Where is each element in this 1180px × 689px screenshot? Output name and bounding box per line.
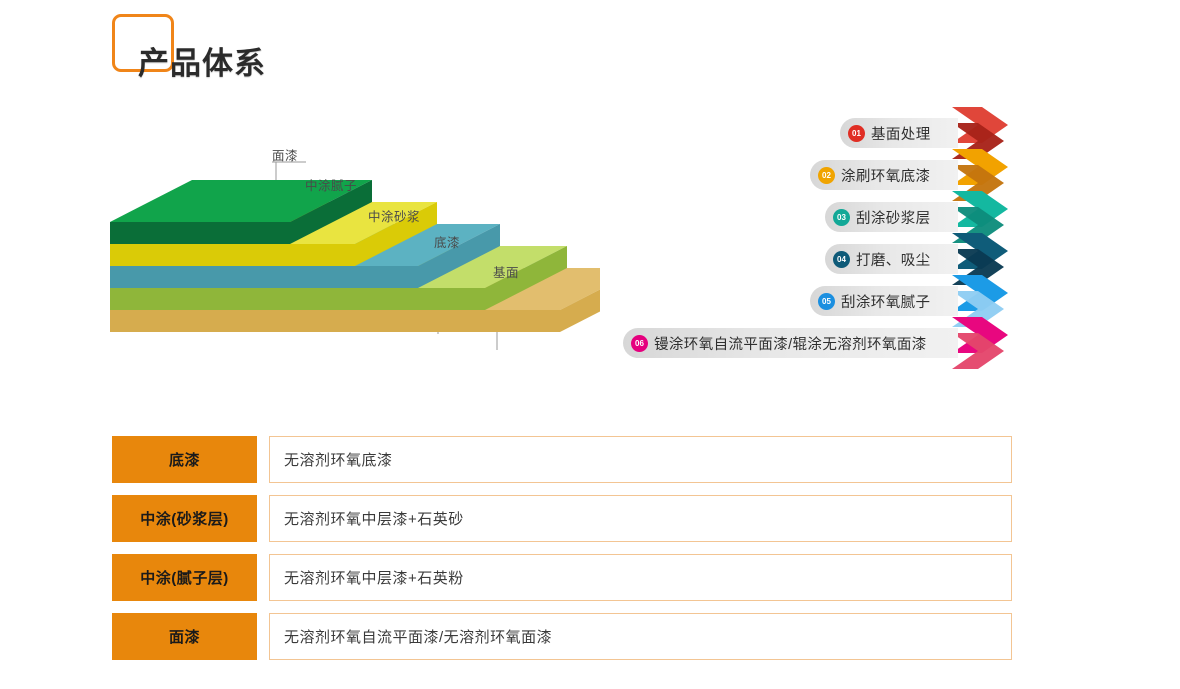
spec-row-value: 无溶剂环氧自流平面漆/无溶剂环氧面漆	[269, 613, 1012, 660]
step-label: 刮涂环氧腻子	[841, 294, 931, 311]
layer-side-face-putty	[110, 244, 355, 266]
process-step-04[interactable]: 04 打磨、吸尘	[825, 233, 1008, 285]
spec-row-key: 面漆	[112, 613, 257, 660]
spec-row-value: 无溶剂环氧中层漆+石英粉	[269, 554, 1012, 601]
spec-row-key: 底漆	[112, 436, 257, 483]
layer-label-0: 面漆	[272, 149, 299, 163]
layer-label-2: 中涂砂浆	[368, 210, 421, 224]
step-label: 涂刷环氧底漆	[841, 168, 931, 185]
spec-row-key: 中涂(砂浆层)	[112, 495, 257, 542]
spec-row-value: 无溶剂环氧中层漆+石英砂	[269, 495, 1012, 542]
spec-table-row: 中涂(砂浆层) 无溶剂环氧中层漆+石英砂	[112, 495, 1012, 542]
step-label: 镘涂环氧自流平面漆/辊涂无溶剂环氧面漆	[654, 336, 927, 353]
step-number-badge: 05	[818, 292, 835, 310]
step-label: 基面处理	[871, 126, 931, 143]
spec-row-key: 中涂(腻子层)	[112, 554, 257, 601]
layer-slabs	[110, 180, 600, 332]
step-number-badge: 02	[818, 166, 835, 184]
process-step-06[interactable]: 06 镘涂环氧自流平面漆/辊涂无溶剂环氧面漆	[623, 317, 1008, 369]
layer-side-face-substrate	[110, 310, 560, 332]
title-bracket-decoration	[112, 14, 174, 72]
step-number-badge: 03	[833, 208, 850, 226]
step-label: 刮涂砂浆层	[856, 210, 931, 227]
layer-label-4: 基面	[493, 266, 520, 280]
step-pill: 01 基面处理	[840, 118, 958, 148]
process-step-02[interactable]: 02 涂刷环氧底漆	[810, 149, 1008, 201]
layer-side-face-mortar	[110, 266, 418, 288]
layer-right-face-topcoat	[290, 180, 372, 244]
layer-stack-illustration	[110, 161, 600, 350]
layer-label-1: 中涂腻子	[305, 179, 358, 193]
layer-top-face-topcoat	[110, 180, 372, 222]
step-pill: 02 涂刷环氧底漆	[810, 160, 958, 190]
step-label: 打磨、吸尘	[856, 252, 931, 269]
layer-right-face-substrate	[560, 289, 600, 332]
process-step-05[interactable]: 05 刮涂环氧腻子	[810, 275, 1008, 327]
page-header: 产品体系	[112, 12, 412, 92]
step-chevron-arrow-icon	[952, 317, 1008, 369]
spec-table-row: 底漆无溶剂环氧底漆	[112, 436, 1012, 483]
layer-right-face-primer	[485, 246, 567, 310]
spec-row-value: 无溶剂环氧底漆	[269, 436, 1012, 483]
spec-table-row: 面漆无溶剂环氧自流平面漆/无溶剂环氧面漆	[112, 613, 1012, 660]
process-step-03[interactable]: 03 刮涂砂浆层	[825, 191, 1008, 243]
coating-layer-diagram: 面漆中涂腻子中涂砂浆底漆基面	[100, 140, 600, 370]
layer-side-face-topcoat	[110, 222, 290, 244]
process-step-01[interactable]: 01 基面处理	[840, 107, 1008, 159]
step-number-badge: 06	[631, 334, 648, 352]
step-pill: 06 镘涂环氧自流平面漆/辊涂无溶剂环氧面漆	[623, 328, 958, 358]
spec-table-row: 中涂(腻子层) 无溶剂环氧中层漆+石英粉	[112, 554, 1012, 601]
layer-side-face-primer	[110, 288, 485, 310]
page-title: 产品体系	[138, 46, 266, 81]
product-spec-table: 底漆无溶剂环氧底漆中涂(砂浆层) 无溶剂环氧中层漆+石英砂中涂(腻子层) 无溶剂环氧…	[112, 436, 1012, 672]
step-number-badge: 04	[833, 250, 850, 268]
step-pill: 05 刮涂环氧腻子	[810, 286, 958, 316]
step-number-badge: 01	[848, 124, 865, 142]
step-pill: 04 打磨、吸尘	[825, 244, 958, 274]
layer-right-face-mortar	[418, 224, 500, 288]
layer-right-face-putty	[355, 202, 437, 266]
layer-label-3: 底漆	[434, 236, 461, 250]
step-pill: 03 刮涂砂浆层	[825, 202, 958, 232]
process-step-list: 01 基面处理 02 涂刷环氧底漆 03 刮涂砂浆层 04 打磨、吸尘 05 刮涂环氧腻子 06 镘涂…	[623, 107, 1020, 369]
